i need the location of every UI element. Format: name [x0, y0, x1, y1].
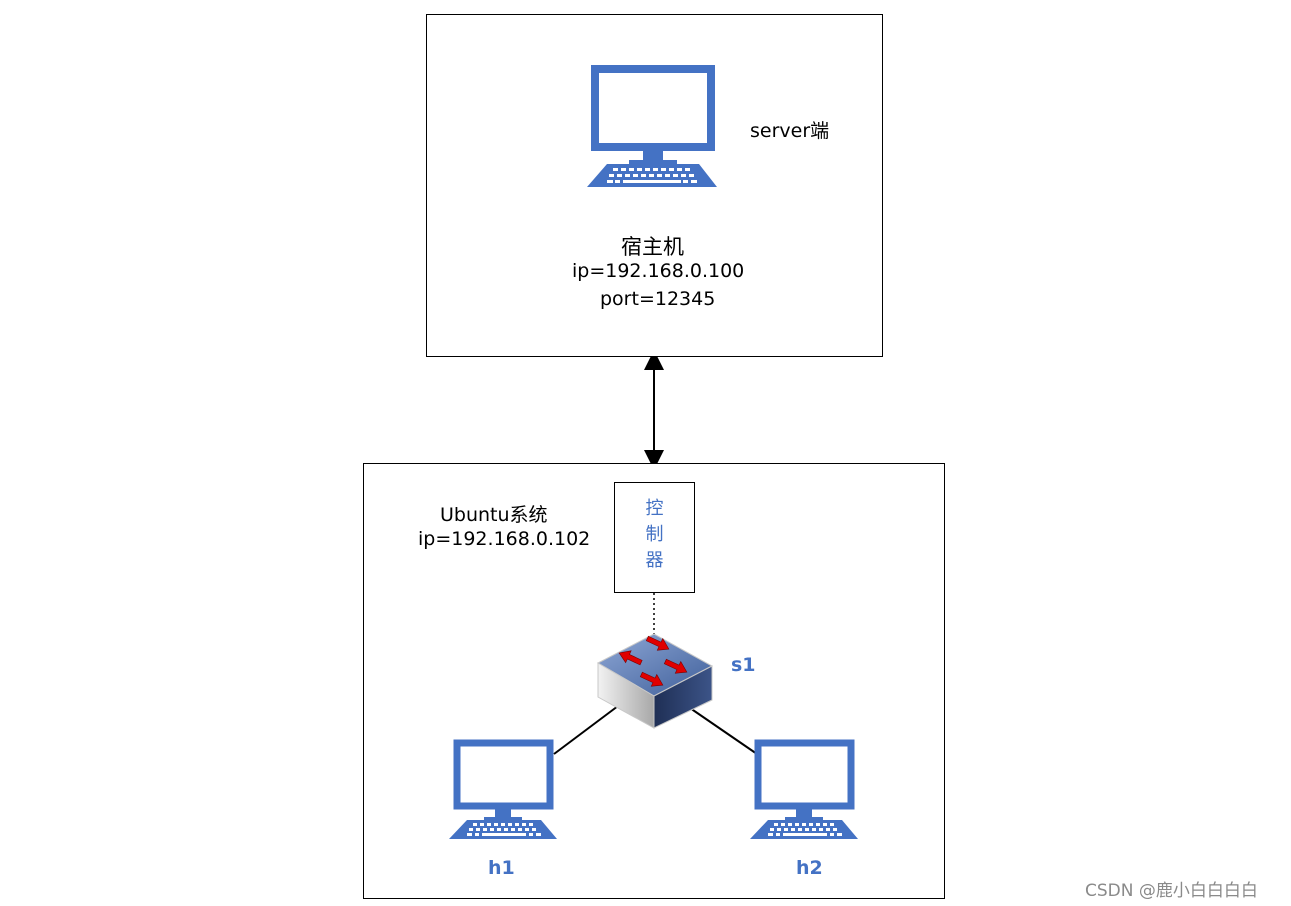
server-side-label: server端: [750, 120, 830, 142]
host-h1-label: h1: [488, 857, 515, 879]
controller-box: 控 制 器: [614, 482, 695, 593]
controller-char-1: 控: [645, 498, 664, 519]
host-h2-label: h2: [796, 857, 823, 879]
server-port: port=12345: [600, 288, 716, 310]
server-ip: ip=192.168.0.100: [572, 260, 745, 282]
ubuntu-title: Ubuntu系统: [440, 504, 548, 526]
controller-char-2: 制: [645, 524, 664, 545]
ubuntu-ip: ip=192.168.0.102: [418, 528, 591, 550]
controller-char-3: 器: [645, 550, 664, 571]
server-title: 宿主机: [621, 235, 684, 259]
switch-label: s1: [731, 654, 756, 676]
watermark: CSDN @鹿小白白白白: [1085, 881, 1258, 901]
